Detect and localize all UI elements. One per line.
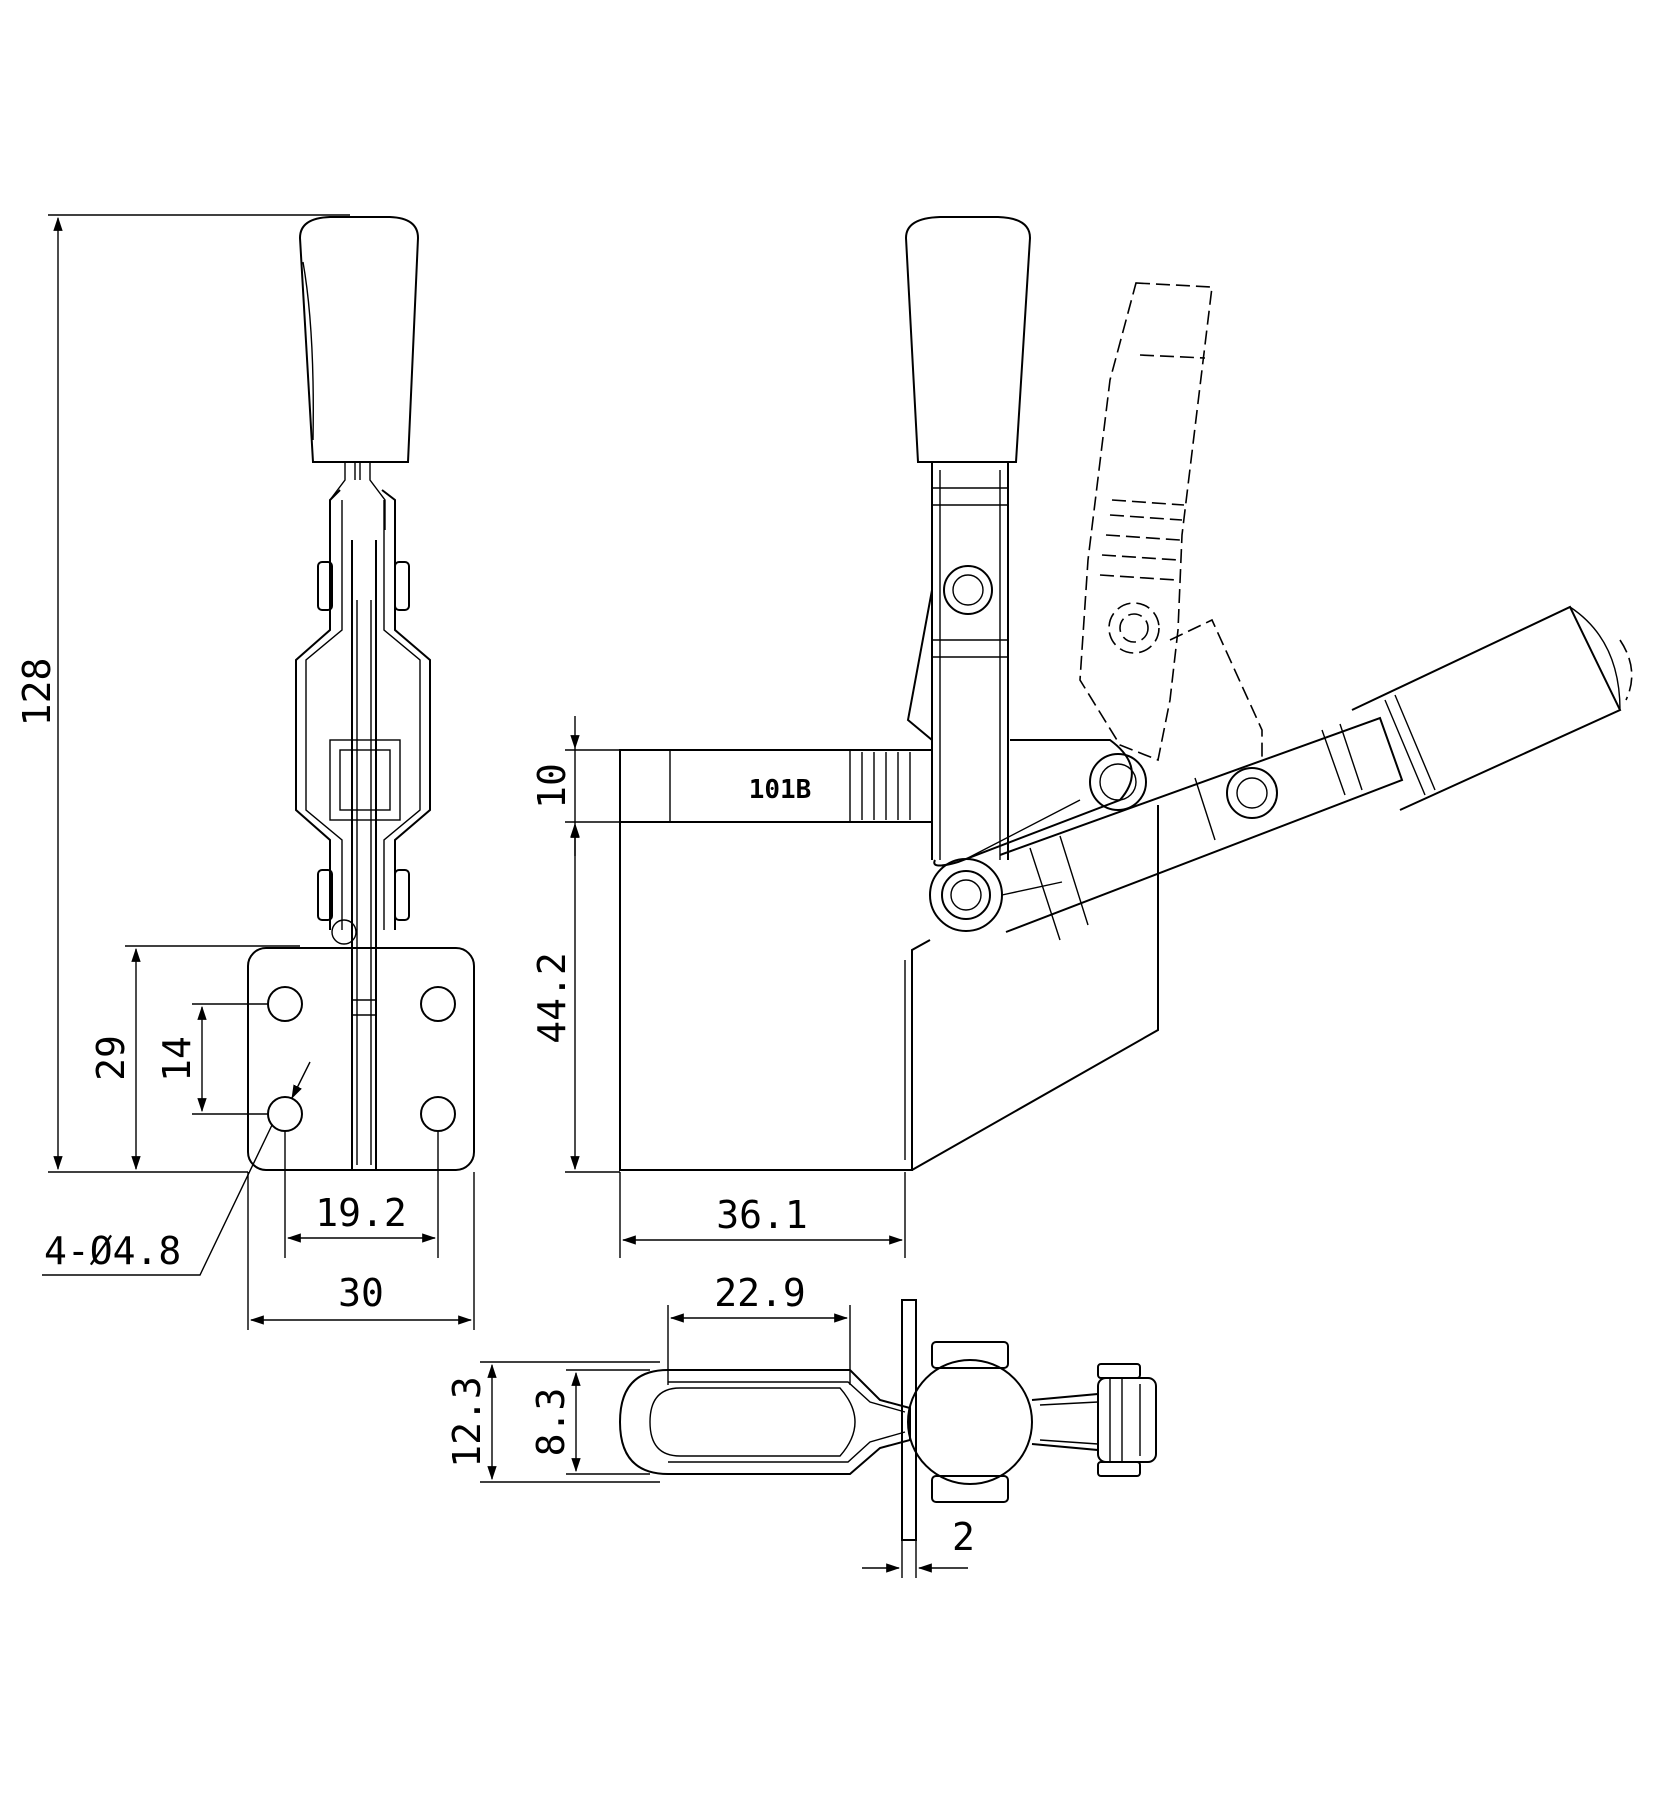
side-angled-handle xyxy=(1351,605,1622,811)
mount-hole xyxy=(420,986,456,1022)
dim-hole-pitch-vertical: 14 xyxy=(155,1036,199,1082)
side-view: 101B xyxy=(619,216,1633,1171)
side-horizontal-bar xyxy=(619,749,933,823)
front-dimensions: 128 29 14 19.2 30 4-Ø4.8 xyxy=(15,214,475,1330)
part-marking: 101B xyxy=(749,775,812,805)
dim-body-width: 36.1 xyxy=(716,1193,808,1237)
top-plate xyxy=(901,1299,917,1541)
dim-body-height: 44.2 xyxy=(530,952,574,1044)
top-dimensions: 22.9 12.3 8.3 2 xyxy=(445,1271,975,1578)
dim-slot-width: 8.3 xyxy=(529,1388,573,1457)
side-handle-grip xyxy=(904,216,1032,463)
mount-hole xyxy=(267,1096,303,1132)
dim-plate-thickness: 2 xyxy=(952,1515,975,1559)
front-view xyxy=(247,216,475,1171)
mount-hole xyxy=(267,986,303,1022)
side-open-position-phantom xyxy=(1079,282,1213,762)
dim-spindle-outer-width: 12.3 xyxy=(445,1376,489,1468)
side-vertical-lever xyxy=(931,462,1009,860)
dim-base-height: 29 xyxy=(89,1035,133,1081)
front-handle-grip xyxy=(298,216,420,463)
top-view xyxy=(618,1299,1157,1541)
top-slot-bar xyxy=(618,1369,911,1475)
dim-base-width: 30 xyxy=(338,1271,384,1315)
dim-slot-length: 22.9 xyxy=(714,1271,806,1315)
dim-hole-pitch-horizontal: 19.2 xyxy=(315,1191,407,1235)
side-body xyxy=(619,822,931,1171)
side-dimensions: 10 44.2 36.1 xyxy=(530,716,906,1258)
front-link-arms xyxy=(295,489,431,930)
mount-hole xyxy=(420,1096,456,1132)
dim-bar-height: 10 xyxy=(530,763,574,809)
front-base-plate xyxy=(247,947,475,1171)
side-spindle-arm xyxy=(999,716,1404,933)
dim-overall-height: 128 xyxy=(15,658,59,727)
top-knob xyxy=(907,1359,1033,1485)
dim-hole-callout: 4-Ø4.8 xyxy=(44,1229,181,1273)
top-end-clevis xyxy=(1097,1377,1157,1463)
